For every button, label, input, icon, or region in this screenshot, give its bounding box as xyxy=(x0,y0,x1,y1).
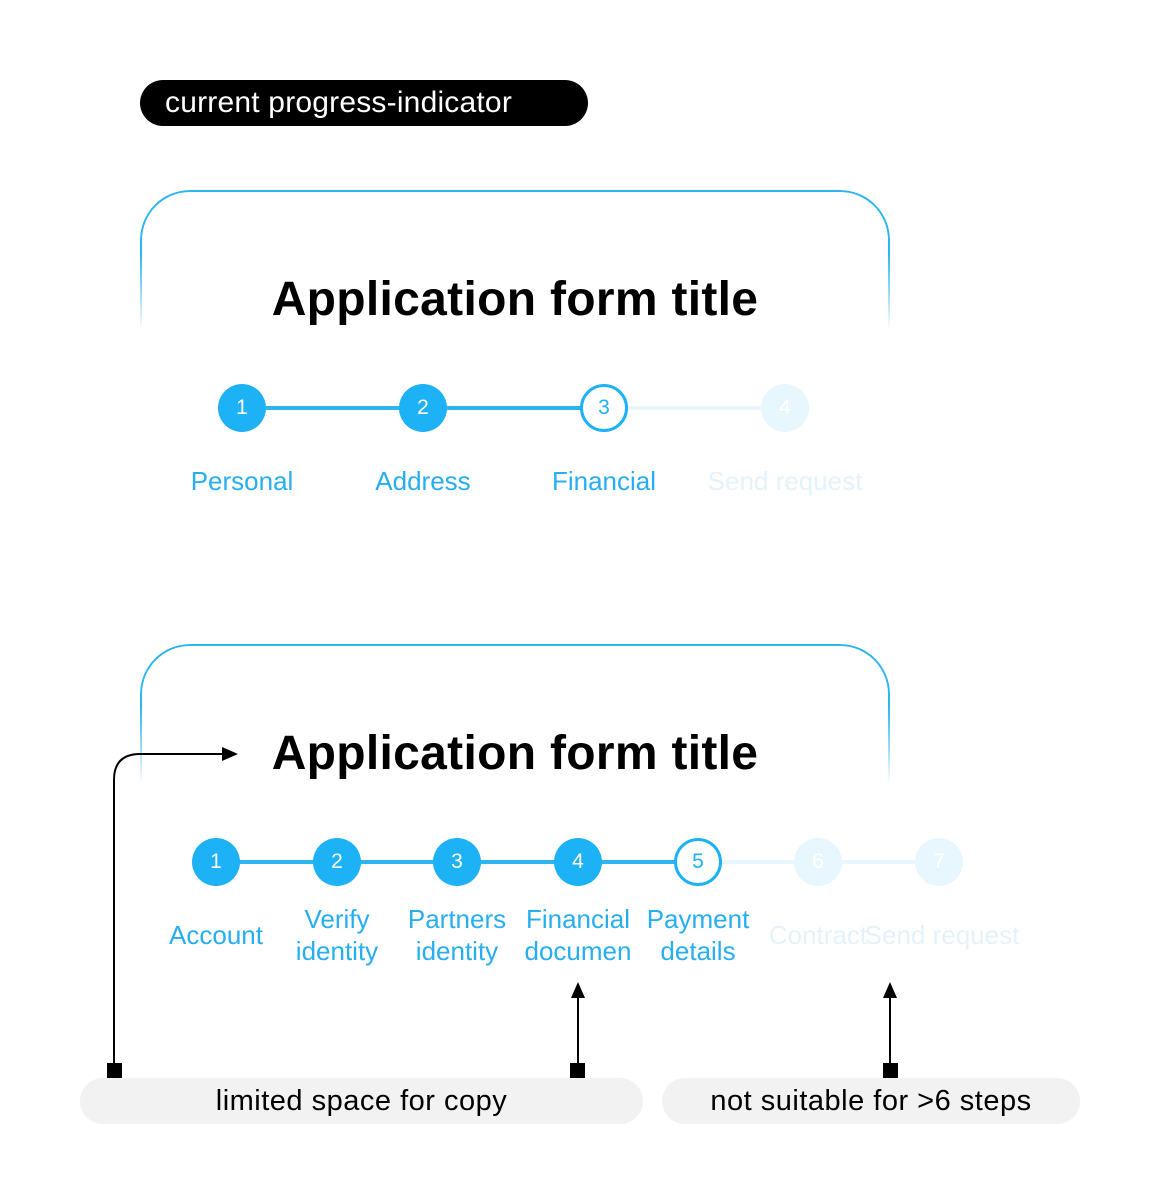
step-2-label: Address xyxy=(375,466,471,496)
arrowhead xyxy=(571,982,585,998)
step-connector xyxy=(266,406,400,410)
section-badge: current progress-indicator xyxy=(140,80,588,126)
step-3-circle[interactable]: 3 xyxy=(580,384,628,432)
form-title: Application form title xyxy=(271,727,759,780)
form-title: Application form title xyxy=(271,273,759,326)
step-1-circle[interactable]: 1 xyxy=(192,838,240,886)
step-1-label: Personal xyxy=(190,466,294,496)
step-5-label: Payment details xyxy=(646,904,750,966)
step-connector xyxy=(720,860,797,864)
step-2-label: Verify identity xyxy=(295,904,379,966)
step-connector xyxy=(358,860,436,864)
step-connector xyxy=(628,406,762,410)
arrowhead xyxy=(883,982,897,998)
step-2-circle[interactable]: 2 xyxy=(313,838,361,886)
step-4-circle: 4 xyxy=(761,384,809,432)
form-card-outline xyxy=(140,190,890,330)
arrowhead xyxy=(222,747,238,761)
step-connector xyxy=(447,406,581,410)
step-7-circle: 7 xyxy=(915,838,963,886)
form-card-outline xyxy=(140,644,890,784)
step-4-label: Financial documen xyxy=(524,904,632,966)
arrow-to-title xyxy=(113,753,224,1064)
step-4-label: Send request xyxy=(707,466,863,496)
step-connector xyxy=(238,860,315,864)
arrow-anchor xyxy=(883,1063,898,1078)
step-2-circle[interactable]: 2 xyxy=(399,384,447,432)
step-3-circle[interactable]: 3 xyxy=(433,838,481,886)
step-3-label: Financial xyxy=(551,466,657,496)
arrow-anchor xyxy=(570,1063,585,1078)
arrow-anchor xyxy=(107,1063,122,1078)
step-3-label: Partners identity xyxy=(407,904,507,966)
step-5-circle[interactable]: 5 xyxy=(674,838,722,886)
step-connector xyxy=(840,860,918,864)
step-6-label: Contract xyxy=(768,920,868,950)
note-limited-space: limited space for copy xyxy=(80,1078,643,1124)
step-1-label: Account xyxy=(169,920,263,950)
step-6-circle: 6 xyxy=(794,838,842,886)
step-connector xyxy=(599,860,677,864)
step-connector xyxy=(479,860,556,864)
note-too-many-steps: not suitable for >6 steps xyxy=(662,1078,1080,1124)
step-4-circle[interactable]: 4 xyxy=(554,838,602,886)
step-7-label: Send request xyxy=(864,920,1020,950)
step-1-circle[interactable]: 1 xyxy=(218,384,266,432)
